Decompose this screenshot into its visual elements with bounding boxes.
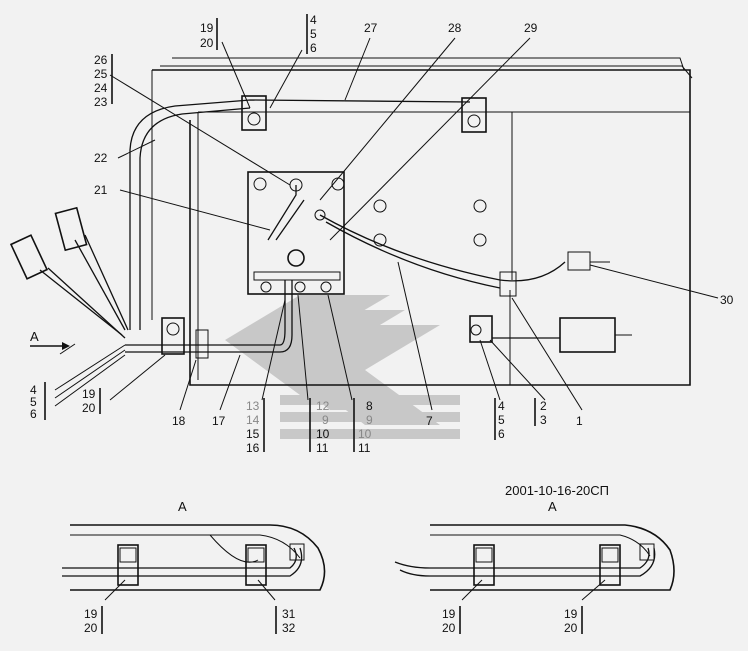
view2-callout-20-b: 20 <box>564 621 578 635</box>
callout-6-top: 6 <box>310 41 317 55</box>
callout-4-left: 4 <box>30 383 37 397</box>
callout-24: 24 <box>94 81 108 95</box>
callout-25: 25 <box>94 67 108 81</box>
view1-callout-32: 32 <box>282 621 296 635</box>
callout-28: 28 <box>448 21 462 35</box>
view2-callout-19-a: 19 <box>442 607 456 621</box>
callout-16: 16 <box>246 441 260 455</box>
callout-18: 18 <box>172 414 186 428</box>
callout-3: 3 <box>540 413 547 427</box>
view1-callout-19: 19 <box>84 607 98 621</box>
view-a-title-left: A <box>178 499 187 514</box>
callout-6-right: 6 <box>498 427 505 441</box>
watermark-arrows <box>225 295 460 439</box>
view1-callout-31: 31 <box>282 607 296 621</box>
callout-19-top: 19 <box>200 21 214 35</box>
callout-11-a: 11 <box>316 441 329 455</box>
callout-7: 7 <box>426 414 433 428</box>
callout-5-top: 5 <box>310 27 317 41</box>
view2-callout-19-b: 19 <box>564 607 578 621</box>
callout-6-left: 6 <box>30 407 37 421</box>
view1-callout-20: 20 <box>84 621 98 635</box>
callout-13: 13 <box>246 399 260 413</box>
leader-lines <box>54 37 719 411</box>
callout-12: 12 <box>316 399 330 413</box>
callout-9-b: 9 <box>366 413 373 427</box>
labels: 19 20 4 5 6 27 28 29 26 25 24 23 22 21 3… <box>30 13 734 635</box>
callout-4-top: 4 <box>310 13 317 27</box>
clamps <box>161 95 517 359</box>
callout-5-right: 5 <box>498 413 505 427</box>
callout-27: 27 <box>364 21 378 35</box>
callout-26: 26 <box>94 53 108 67</box>
plugs <box>9 206 129 339</box>
callout-5-left: 5 <box>30 395 37 409</box>
callout-11-b: 11 <box>358 441 371 455</box>
view-a-title-right: A <box>548 499 557 514</box>
callout-29: 29 <box>524 21 538 35</box>
callout-30: 30 <box>720 293 734 307</box>
callout-8: 8 <box>366 399 373 413</box>
callout-21: 21 <box>94 183 108 197</box>
callout-15: 15 <box>246 427 260 441</box>
callout-4-right: 4 <box>498 399 505 413</box>
callout-9-a: 9 <box>322 413 329 427</box>
callout-10-b: 10 <box>358 427 372 441</box>
detail-view-1 <box>62 524 326 634</box>
callout-1: 1 <box>576 414 583 428</box>
callout-22: 22 <box>94 151 108 165</box>
callout-17: 17 <box>212 414 226 428</box>
callout-20-left: 20 <box>82 401 96 415</box>
view2-callout-20-a: 20 <box>442 621 456 635</box>
callout-14: 14 <box>246 413 260 427</box>
callout-bars <box>44 14 536 452</box>
callout-2: 2 <box>540 399 547 413</box>
callout-20-top: 20 <box>200 36 214 50</box>
callout-10-a: 10 <box>316 427 330 441</box>
view-a-marker: A <box>30 329 39 344</box>
terminal-plate <box>247 171 345 295</box>
drawing-code: 2001-10-16-20СП <box>505 483 609 498</box>
callout-19-left: 19 <box>82 387 96 401</box>
view-a-arrow <box>30 342 70 350</box>
detail-view-2 <box>394 524 675 634</box>
harness <box>125 99 632 353</box>
mount-holes <box>373 199 487 247</box>
callout-23: 23 <box>94 95 108 109</box>
